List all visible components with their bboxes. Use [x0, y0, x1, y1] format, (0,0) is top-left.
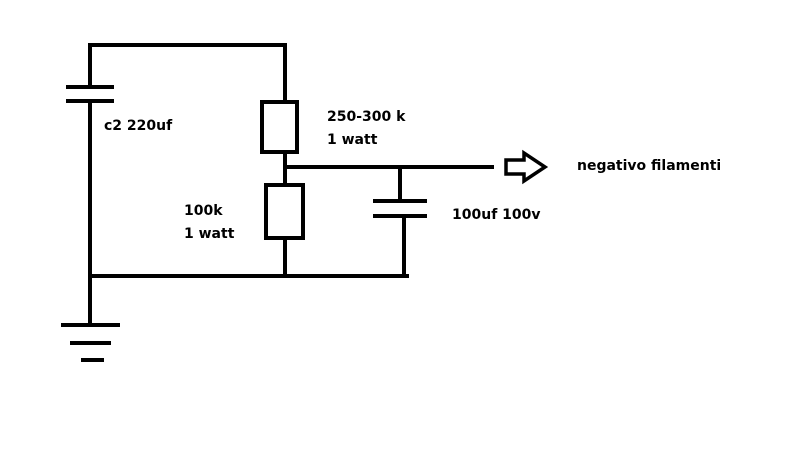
hollow-right-arrow-icon	[504, 149, 549, 185]
capacitor-100uf	[373, 199, 427, 218]
resistor-100k-value-label: 100k	[184, 203, 223, 219]
capacitor-c2	[66, 85, 114, 103]
ground-icon	[61, 323, 120, 362]
resistor-250-300k	[260, 100, 299, 154]
resistor-100k-power-label: 1 watt	[184, 226, 235, 242]
c2-label: c2 220uf	[104, 118, 173, 134]
resistor-250-300k-value-label: 250-300 k	[327, 109, 406, 125]
capacitor-100uf-label: 100uf 100v	[452, 207, 541, 223]
resistor-100k	[264, 183, 305, 240]
output-label: negativo filamenti	[577, 158, 721, 174]
resistor-250-300k-power-label: 1 watt	[327, 132, 378, 148]
